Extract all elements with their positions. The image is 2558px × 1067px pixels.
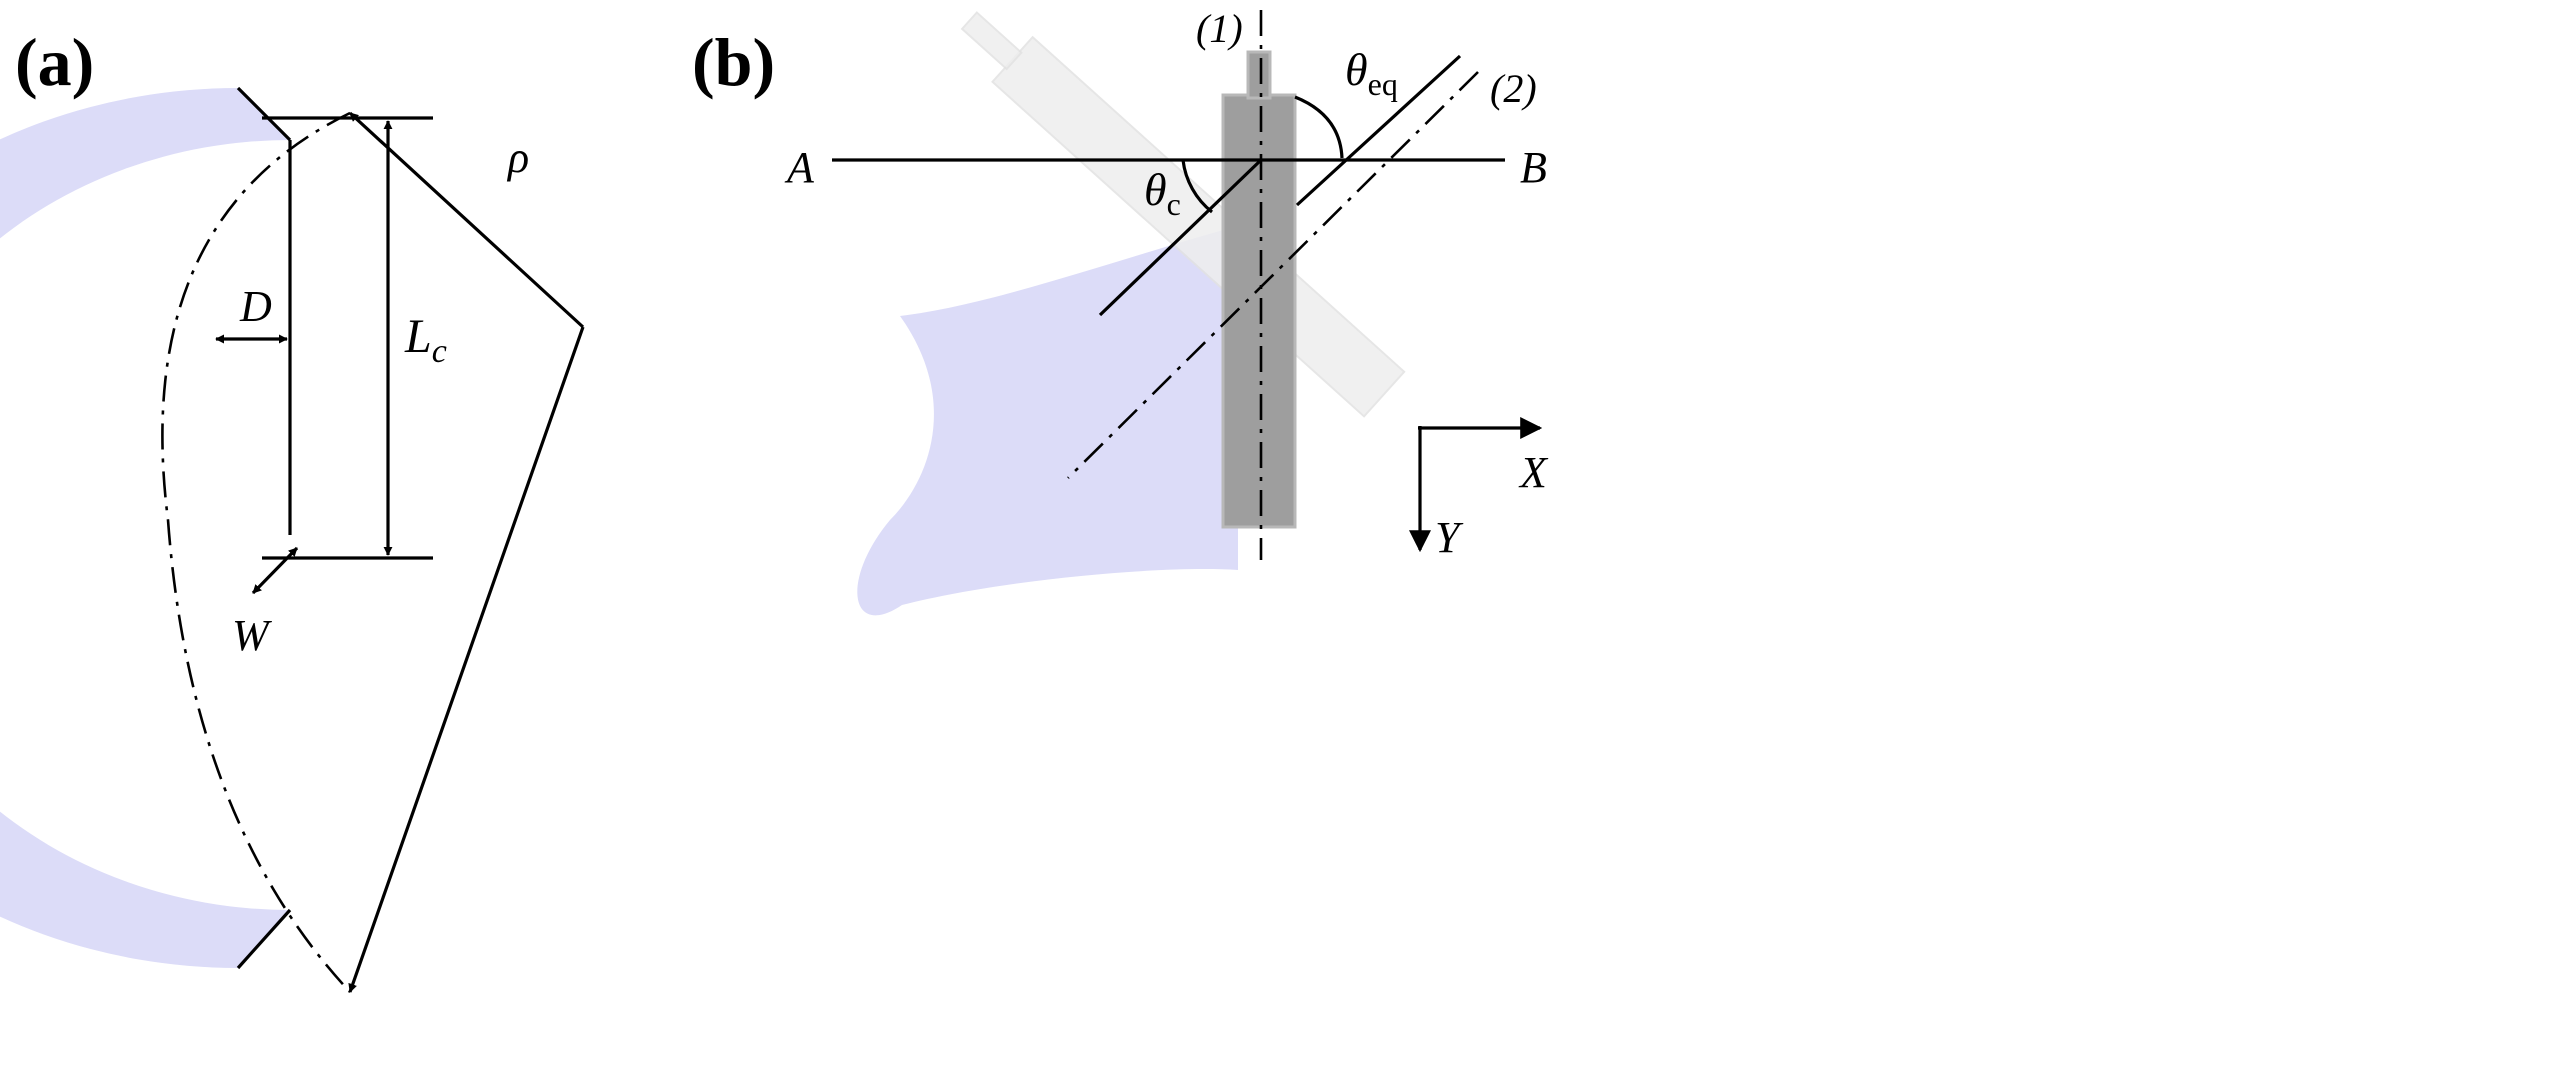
label-b: B [1520, 143, 1547, 192]
panel-b: (b) (1) (2) A B θeq θc X [692, 6, 1549, 616]
axis-1-label: (1) [1196, 6, 1243, 51]
y-axis-label: Y [1435, 513, 1464, 562]
theta-c-label: θc [1144, 164, 1181, 222]
rod-edge-line [1295, 54, 1462, 207]
label-a: A [784, 143, 815, 192]
w-label: W [232, 611, 272, 660]
liquid-blob [857, 228, 1238, 616]
ghost-rod [960, 11, 1406, 418]
axis-2-line [1067, 71, 1479, 479]
band-end-top [236, 86, 292, 142]
lc-main: L [404, 310, 432, 363]
lc-label: Lc [404, 310, 447, 370]
theta-c-subscript: c [1167, 186, 1181, 222]
panel-b-label: (b) [692, 24, 775, 100]
theta-eq-symbol: θ [1345, 44, 1368, 95]
radius-line-top [348, 111, 585, 329]
rod-tip [1246, 50, 1272, 100]
d-label: D [239, 282, 272, 331]
band-end-bottom [236, 908, 292, 970]
panel-a-label: (a) [15, 24, 94, 100]
theta-eq-label: θeq [1345, 44, 1398, 102]
radius-line-bottom [348, 326, 585, 993]
contact-line [1098, 158, 1263, 317]
theta-eq-arc [1294, 95, 1344, 159]
curved-band [0, 88, 290, 968]
theta-c-symbol: θ [1144, 164, 1167, 215]
centerline-arc [161, 111, 351, 993]
rho-label: ρ [506, 133, 529, 182]
panel-a: (a) ρ D Lc W [0, 24, 585, 993]
lc-subscript: c [432, 333, 447, 370]
x-axis-label: X [1518, 448, 1549, 497]
axis-2-label: (2) [1490, 66, 1537, 111]
theta-c-arc [1181, 159, 1214, 214]
w-dimension-arrow [251, 546, 299, 595]
theta-eq-subscript: eq [1368, 66, 1398, 102]
